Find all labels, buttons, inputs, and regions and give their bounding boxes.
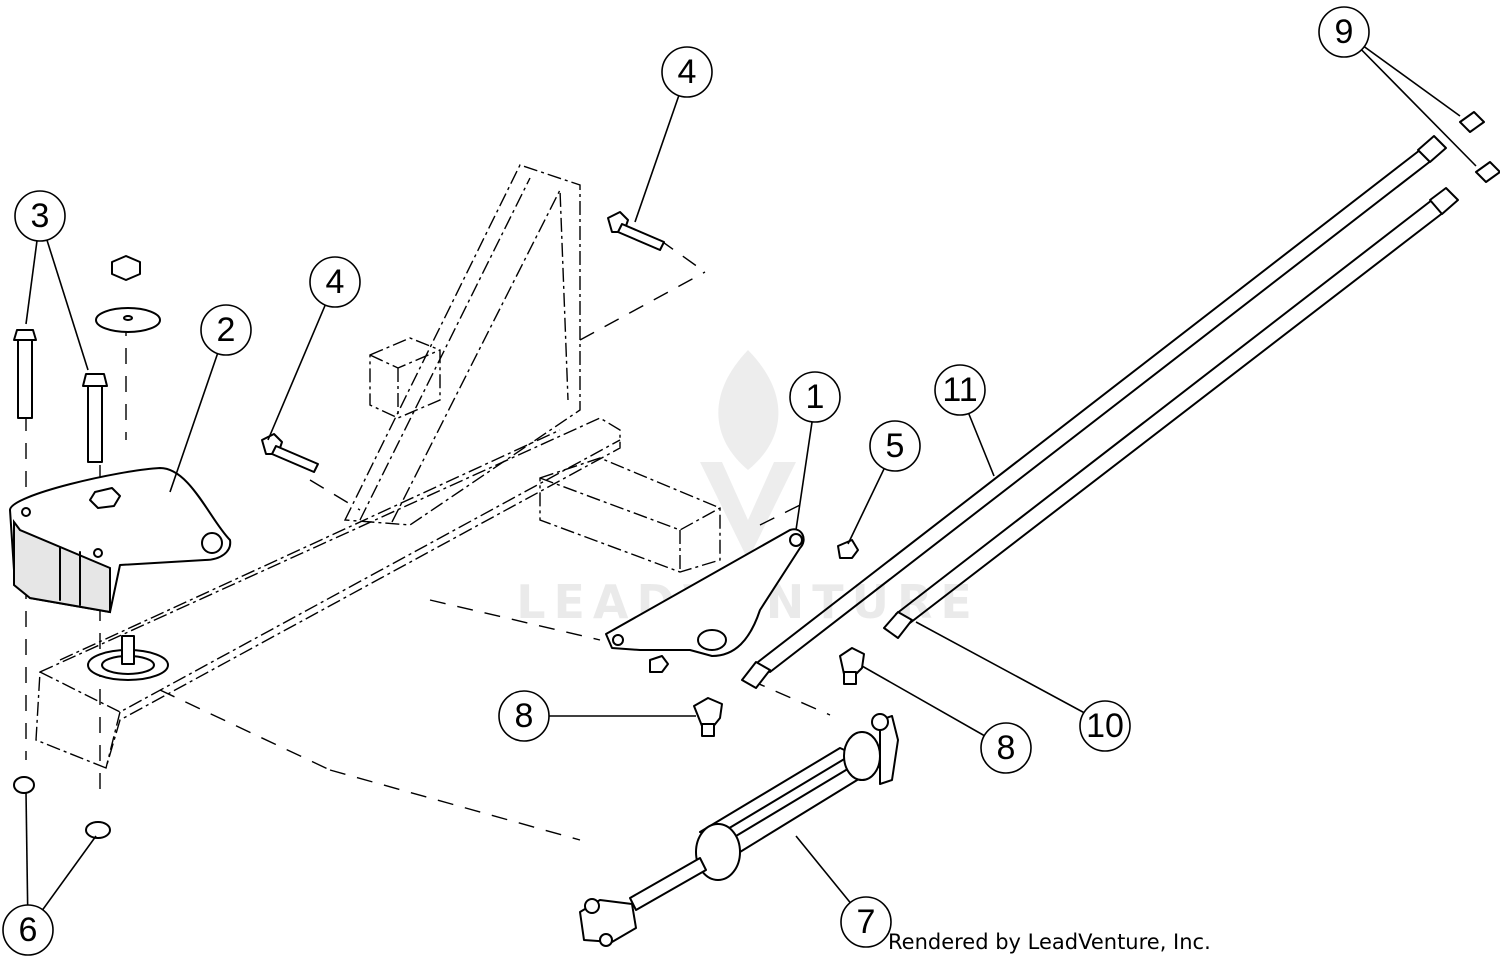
svg-text:4: 4 (326, 263, 345, 301)
callout-8-right: 8 (980, 722, 1032, 774)
callout-7: 7 (840, 896, 892, 948)
upper-bolt (607, 211, 665, 251)
svg-text:11: 11 (942, 371, 977, 409)
svg-text:6: 6 (19, 911, 38, 949)
callout-6: 6 (2, 904, 54, 956)
pivot-housing (9, 467, 232, 614)
svg-text:7: 7 (857, 903, 876, 941)
svg-text:4: 4 (678, 53, 697, 91)
frame-tongue (35, 417, 621, 769)
callout-1: 1 (789, 371, 841, 423)
svg-text:3: 3 (31, 197, 50, 235)
hydraulic-cylinder (579, 713, 899, 947)
nut-and-washer (95, 255, 161, 333)
frame-assembly (25, 164, 831, 841)
spindle-base (87, 635, 169, 681)
leader-lines (25, 31, 1477, 931)
callout-9: 9 (1318, 6, 1370, 58)
svg-text:10: 10 (1086, 707, 1124, 745)
middle-bolt (261, 433, 319, 473)
bolt-pair (13, 329, 108, 463)
svg-text:5: 5 (886, 427, 905, 465)
svg-text:1: 1 (806, 378, 825, 416)
flange-nuts (13, 776, 111, 839)
svg-text:2: 2 (217, 311, 236, 349)
callout-5: 5 (869, 420, 921, 472)
svg-text:9: 9 (1335, 13, 1354, 51)
callout-11: 11 (934, 364, 986, 416)
frame-crossmember (539, 457, 721, 573)
v-logo-icon (700, 462, 796, 560)
callout-3: 3 (14, 190, 66, 242)
hydraulic-hoses (741, 135, 1459, 689)
callout-4-lower: 4 (309, 256, 361, 308)
svg-text:8: 8 (515, 697, 534, 735)
callout-10: 10 (1079, 700, 1131, 752)
steering-arm (605, 528, 805, 657)
svg-text:8: 8 (997, 729, 1016, 767)
render-credit: Rendered by LeadVenture, Inc. (888, 930, 1211, 954)
small-nut (649, 655, 669, 673)
flame-logo-icon (718, 350, 779, 470)
hose-adapters (1459, 111, 1500, 183)
callout-8-left: 8 (498, 690, 550, 742)
callout-4-upper: 4 (661, 46, 713, 98)
frame-upright (343, 164, 581, 526)
elbow-fittings (693, 647, 865, 737)
callout-2: 2 (200, 304, 252, 356)
